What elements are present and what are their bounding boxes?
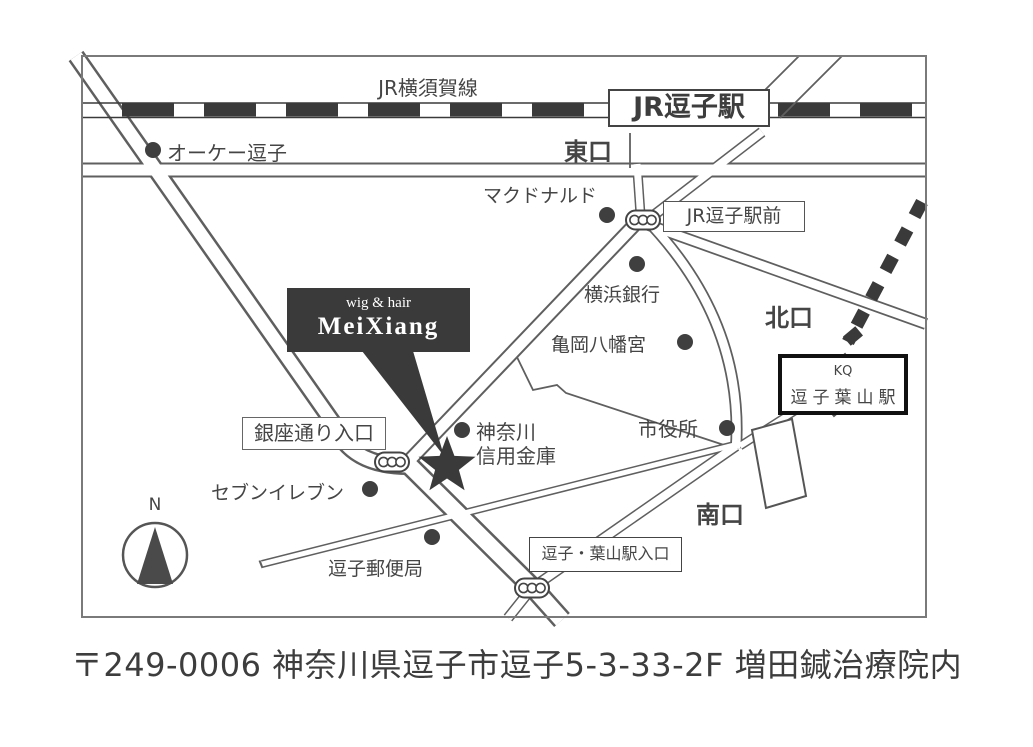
traffic-light-icon [514, 577, 550, 599]
mcdonalds-label: マクドナルド [483, 185, 598, 207]
kq-track-mark [843, 326, 863, 346]
south-exit-label: 南口 [696, 501, 744, 529]
ginza-street-entrance-box: 銀座通り入口 [242, 417, 386, 450]
compass-icon [121, 521, 189, 589]
city-hall-label: 市役所 [638, 417, 698, 441]
kq-railway-dashed-line [842, 198, 928, 346]
jr-zushi-station-front-box: JR逗子駅前 [663, 201, 805, 232]
jr-zushi-station-box: JR逗子駅 [608, 89, 770, 127]
ginza-street-entrance-label: 銀座通り入口 [254, 421, 374, 445]
city-hall-dot [719, 420, 735, 436]
shinkin-bank-label-line1: 神奈川 [476, 420, 536, 444]
shop-location-star-icon [418, 436, 476, 491]
traffic-lights [374, 209, 661, 599]
shinkin-dot [454, 422, 470, 438]
shop-callout-pointer [362, 351, 444, 456]
kameoka-dot [677, 334, 693, 350]
shop-name: MeiXiang [317, 313, 440, 340]
compass-north-label: N [148, 495, 162, 515]
jr-zushi-station-label: JR逗子駅 [633, 92, 745, 123]
ok-store-dot [145, 142, 161, 158]
kq-line-label: KQ [833, 364, 853, 379]
seven-eleven-label: セブンイレブン [211, 482, 345, 504]
kq-station-name-label: 逗子葉山駅 [790, 388, 901, 408]
jr-zushi-station-front-label: JR逗子駅前 [686, 205, 782, 227]
mcdonalds-dot [599, 207, 615, 223]
shop-subtitle: wig & hair [346, 295, 411, 311]
address-line: 〒249-0006 神奈川県逗子市逗子5-3-33-2F 増田鍼治療院内 [70, 646, 963, 684]
block-outline [514, 352, 728, 447]
poi-dots [145, 142, 735, 545]
jr-railway-line [82, 102, 926, 119]
post-office-dot [424, 529, 440, 545]
zushi-hayama-entrance-label: 逗子・葉山駅入口 [541, 544, 670, 563]
seven-eleven-dot [362, 481, 378, 497]
shop-callout-box: wig & hair MeiXiang [287, 288, 470, 352]
map-border [81, 55, 927, 618]
north-exit-label: 北口 [765, 304, 813, 332]
kq-zushi-hayama-station-box: KQ 逗子葉山駅 [778, 354, 908, 415]
yokohama-bank-dot [629, 256, 645, 272]
kameoka-hachimangu-label: 亀岡八幡宮 [551, 334, 647, 356]
traffic-light-icon [374, 451, 410, 473]
east-exit-label: 東口 [564, 138, 612, 166]
south-exit-platform [750, 417, 808, 510]
road-end-cap [258, 560, 264, 569]
ok-store-label: オーケー逗子 [167, 141, 287, 165]
post-office-label: 逗子郵便局 [328, 558, 424, 580]
zushi-hayama-entrance-box: 逗子・葉山駅入口 [529, 537, 682, 572]
shinkin-bank-label-line2: 信用金庫 [476, 444, 556, 468]
yokohama-bank-label: 横浜銀行 [584, 284, 661, 306]
traffic-light-icon [625, 209, 661, 231]
railway-name-label: JR横須賀線 [378, 76, 478, 100]
